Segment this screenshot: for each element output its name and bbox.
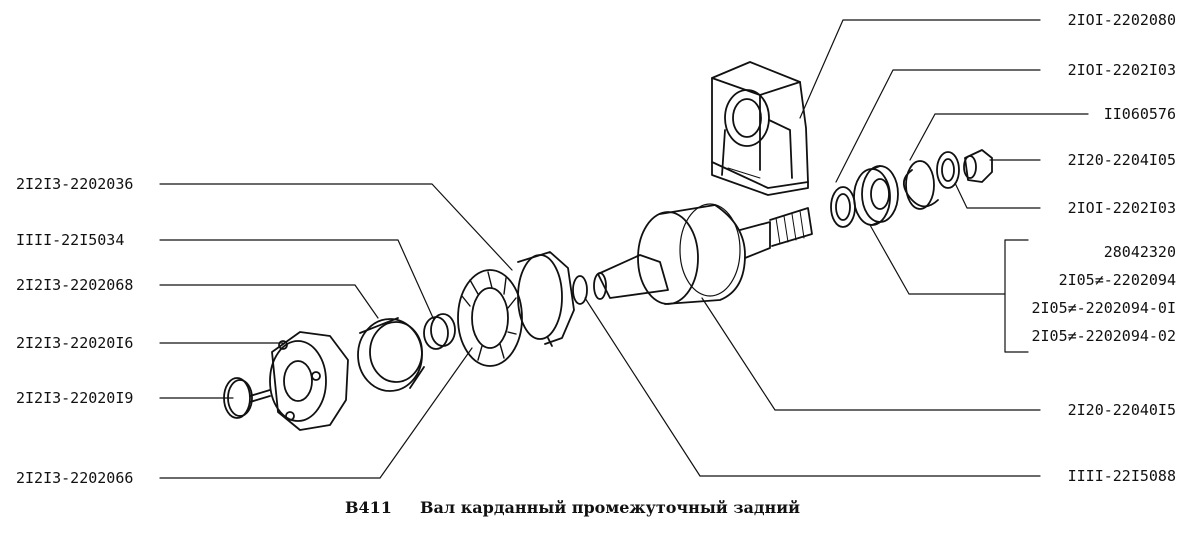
dust-cap-part <box>223 377 253 419</box>
cushion-support-part <box>711 61 809 196</box>
boot-cup-part <box>357 317 425 392</box>
label-cushion-support: 2IOI-2202080 <box>1067 11 1176 29</box>
label-boot-cup: 2I2I3-2202068 <box>16 276 134 294</box>
figure-code: В411 <box>345 498 392 517</box>
label-retaining-ring-top: 2IOI-2202I03 <box>1067 61 1176 79</box>
label-shaft: 2I20-22040I5 <box>1067 401 1176 419</box>
flexible-coupling-part <box>457 269 523 367</box>
label-flexible-coupling: 2I2I3-2202066 <box>16 469 134 487</box>
coupling-sleeve-part <box>517 251 588 347</box>
shaft-part <box>593 203 813 305</box>
label-retaining-ring-bottom: 2IOI-2202I03 <box>1067 199 1176 217</box>
label-coupling-sleeve: 2I2I3-2202036 <box>16 175 134 193</box>
label-bearing-group-1: 28042320 <box>1103 243 1176 261</box>
label-flange: 2I2I3-22020I6 <box>16 334 134 352</box>
bearing-group-parts <box>830 149 993 228</box>
label-bearing-group-2: 2I05≠-2202094 <box>1058 271 1176 289</box>
label-dust-cap: 2I2I3-22020I9 <box>16 389 134 407</box>
leader-lines <box>159 19 1089 479</box>
label-thrust-washer: II060576 <box>1103 105 1176 123</box>
label-bearing-group-4: 2I05≠-2202094-02 <box>1031 327 1177 345</box>
figure-title: Вал карданный промежуточный задний <box>420 498 800 517</box>
label-nut: 2I20-2204I05 <box>1067 151 1176 169</box>
label-bushing: IIII-22I5034 <box>16 231 125 249</box>
flange-part <box>249 331 349 431</box>
label-bearing-group-3: 2I05≠-2202094-0I <box>1031 299 1177 317</box>
bushing-part <box>423 313 456 350</box>
label-circlip: IIII-22I5088 <box>1067 467 1176 485</box>
